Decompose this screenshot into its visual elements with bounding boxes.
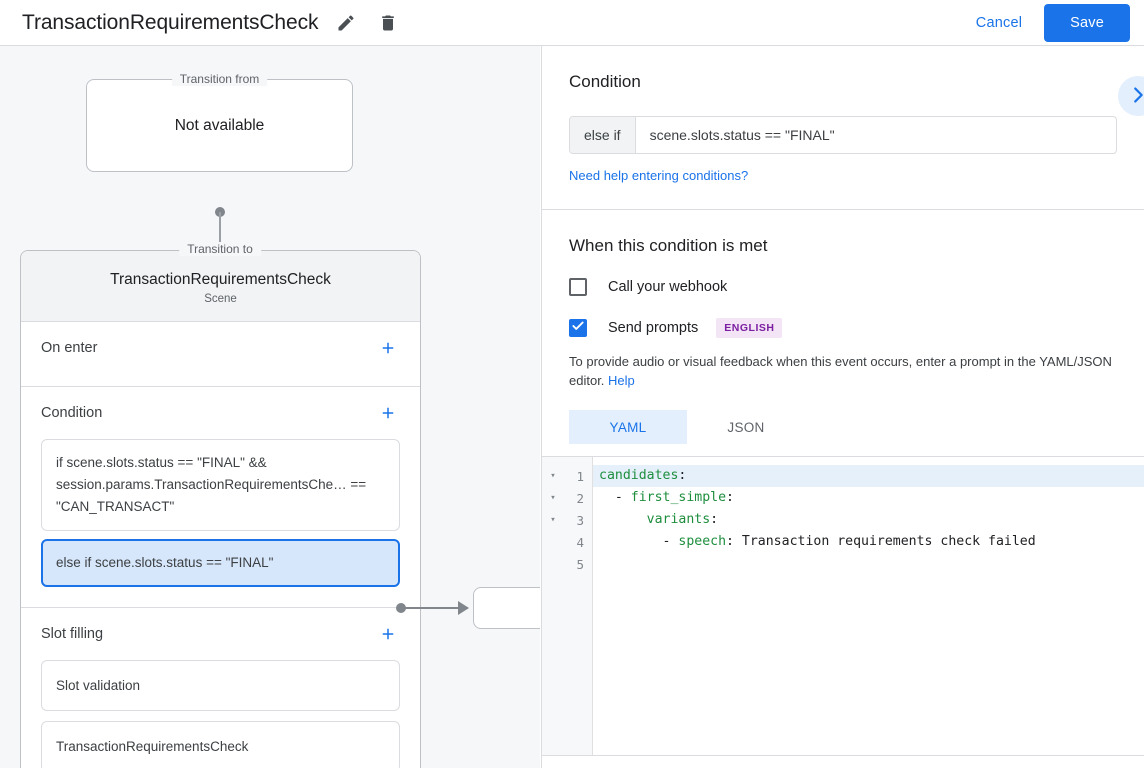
scene-header: TransactionRequirementsCheck Scene [21,251,420,322]
editor-code-area[interactable]: candidates: - first_simple: variants: - … [593,457,1144,755]
editor-format-tabs: YAML JSON [569,410,1117,444]
condition-met-block: When this condition is met Call your web… [542,210,1144,768]
webhook-label: Call your webhook [608,279,728,295]
gutter-line[interactable]: ▾ 2 [542,487,592,509]
section-slot-filling-title: Slot filling [41,626,104,642]
transition-to-legend: Transition to [179,242,261,256]
gutter-line[interactable]: ▾ 1 [542,465,592,487]
scene-card: TransactionRequirementsCheck Scene On en… [20,250,421,768]
plus-icon [379,404,397,422]
yaml-editor[interactable]: ▾ 1 ▾ 2 ▾ 3 4 [542,456,1144,756]
editor-code-line [593,553,1144,575]
gutter-line[interactable]: ▾ 3 [542,509,592,531]
cancel-button[interactable]: Cancel [964,7,1034,39]
prompts-help-link[interactable]: Help [608,373,635,388]
checkmark-icon [571,319,585,338]
plus-icon [379,625,397,643]
send-prompts-checkbox[interactable] [569,319,587,337]
transition-from-legend: Transition from [171,72,268,86]
send-prompts-label: Send prompts [608,320,699,336]
tab-yaml[interactable]: YAML [569,410,687,444]
branch-dot [396,603,406,613]
page-title: TransactionRequirementsCheck [22,10,319,34]
editor-code-line: - speech: Transaction requirements check… [599,534,1036,549]
section-slot-filling: Slot filling Slot validation Transaction… [21,608,420,768]
section-on-enter-title: On enter [41,340,98,356]
condition-list-item[interactable]: if scene.slots.status == "FINAL" && sess… [41,439,400,531]
gutter-line[interactable]: 4 [542,531,592,553]
line-number: 2 [576,490,584,506]
add-condition-button[interactable] [376,401,400,425]
line-number: 5 [576,556,584,572]
fold-toggle-icon[interactable]: ▾ [550,493,556,503]
add-on-enter-button[interactable] [376,336,400,360]
fold-toggle-icon[interactable]: ▾ [550,515,556,525]
connector-line [219,212,221,252]
collapse-panel-button[interactable] [1118,76,1144,116]
condition-heading: Condition [569,72,641,91]
line-number: 1 [576,468,584,484]
prompts-helper-text: To provide audio or visual feedback when… [569,352,1117,390]
tab-json[interactable]: JSON [687,410,805,444]
editor-code-line: candidates: [593,465,1144,487]
slot-filling-item[interactable]: TransactionRequirementsCheck [41,721,400,768]
condition-help-link[interactable]: Need help entering conditions? [569,168,749,183]
transition-from-box: Transition from Not available [86,72,353,172]
editor-code-line: variants: [646,512,719,527]
transition-from-value: Not available [174,116,265,134]
section-slot-filling-head: Slot filling [41,608,400,660]
branch-arrow-icon [458,601,469,615]
save-button[interactable]: Save [1044,3,1130,42]
scene-type: Scene [204,293,237,305]
editor-code-line: - first_simple: [599,490,734,505]
pencil-icon [336,13,356,33]
webhook-row[interactable]: Call your webhook [569,278,1117,296]
graph-pane: Transition from Not available Transition… [0,46,540,768]
trash-icon [378,13,398,33]
condition-met-heading: When this condition is met [569,236,768,255]
delete-button[interactable] [374,9,402,37]
section-condition-title: Condition [41,405,103,421]
add-slot-filling-button[interactable] [376,622,400,646]
section-condition-head: Condition [41,387,400,439]
gutter-line[interactable]: 5 [542,553,592,575]
send-prompts-row[interactable]: Send prompts ENGLISH [569,318,1117,338]
scene-name: TransactionRequirementsCheck [110,271,331,288]
language-badge: ENGLISH [716,318,783,338]
prompts-helper-sentence: To provide audio or visual feedback when… [569,354,1112,388]
condition-block: Condition else if Need help entering con… [542,46,1144,210]
branch-line [404,607,460,609]
edit-button[interactable] [332,9,360,37]
editor-gutter: ▾ 1 ▾ 2 ▾ 3 4 [542,457,593,755]
condition-input-row: else if [569,116,1117,154]
section-on-enter: On enter [21,322,420,387]
line-number: 4 [576,534,584,550]
top-bar: TransactionRequirementsCheck Cancel Save [0,0,1144,46]
condition-list-item-selected[interactable]: else if scene.slots.status == "FINAL" [41,539,400,587]
chevron-right-icon [1127,84,1144,109]
section-condition: Condition if scene.slots.status == "FINA… [21,387,420,608]
detail-pane: Condition else if Need help entering con… [541,46,1144,768]
line-number: 3 [576,512,584,528]
condition-prefix-label: else if [570,117,636,153]
plus-icon [379,339,397,357]
webhook-checkbox[interactable] [569,278,587,296]
condition-expression-input[interactable] [635,117,1116,153]
section-on-enter-head: On enter [41,322,400,374]
fold-toggle-icon[interactable]: ▾ [550,471,556,481]
next-node-box[interactable] [473,587,540,629]
slot-filling-item[interactable]: Slot validation [41,660,400,711]
